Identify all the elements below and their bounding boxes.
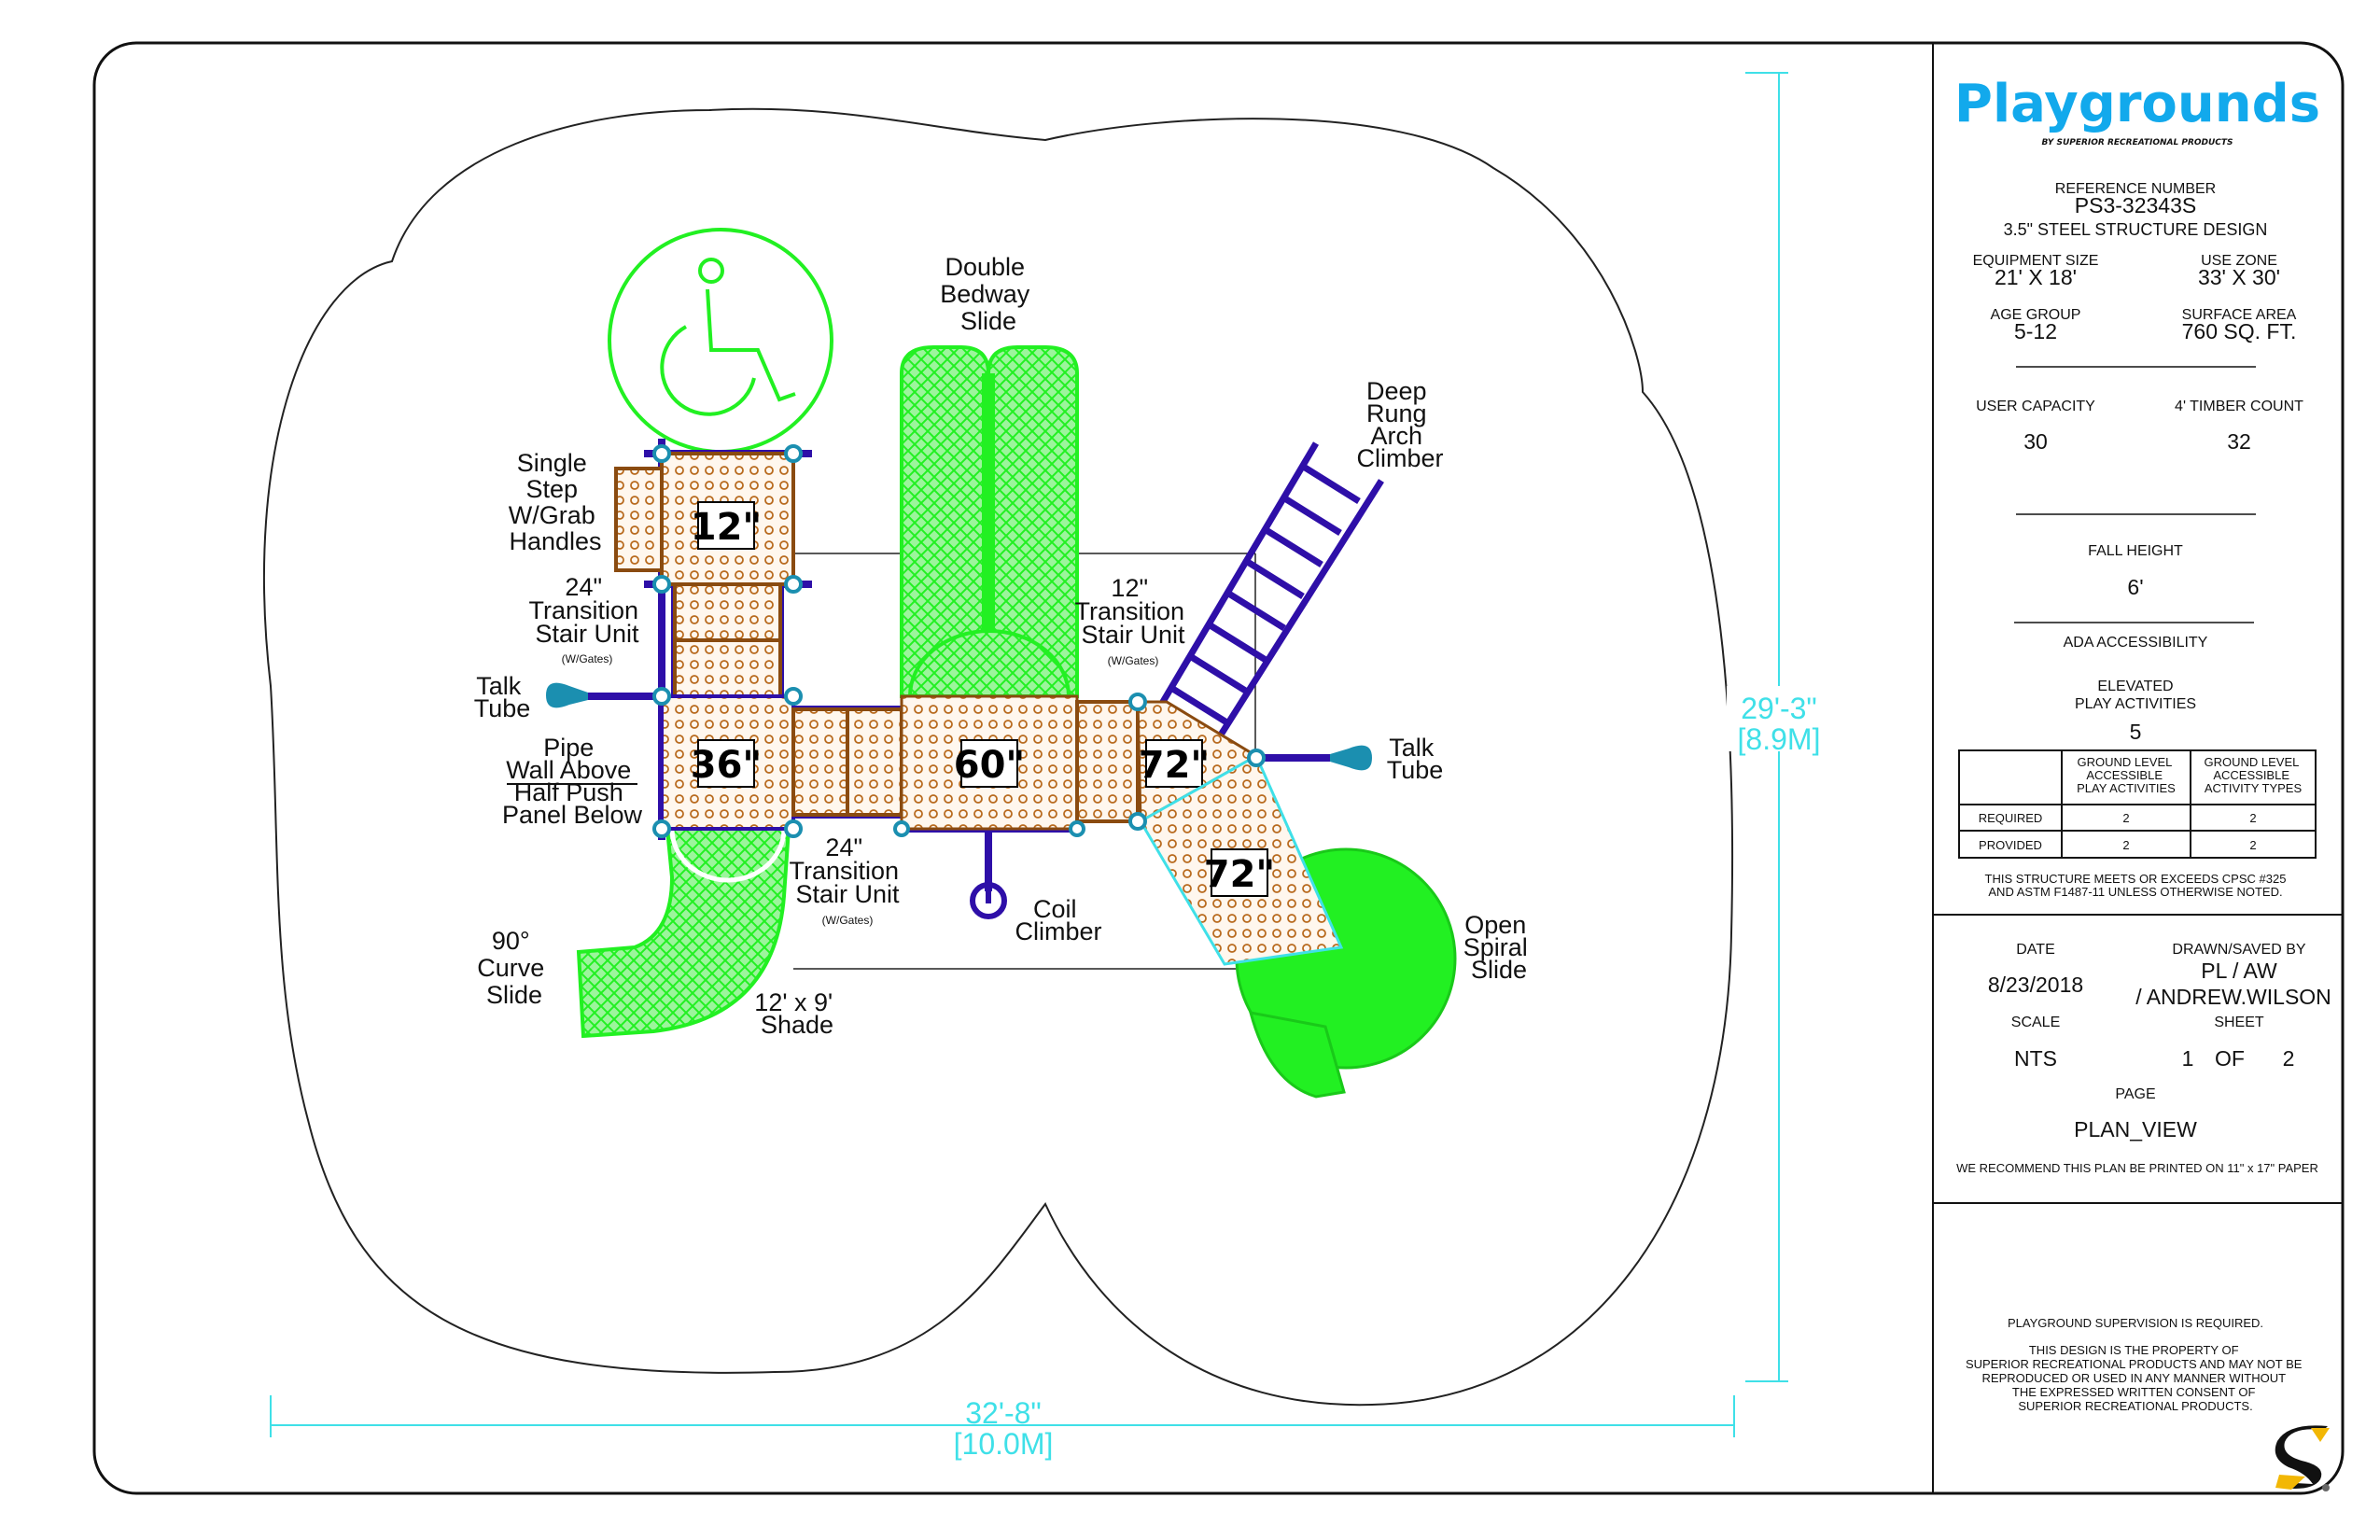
deck-72-lower: 72"	[1138, 753, 1344, 966]
date-value: 8/23/2018	[1988, 973, 2083, 997]
ada-row-provided-value-2: 2	[2249, 838, 2256, 852]
elevated-label-2: PLAY ACTIVITIES	[2075, 696, 2196, 712]
user-capacity-label: USER CAPACITY	[1976, 399, 2095, 414]
page-value: PLAN_VIEW	[2074, 1117, 2197, 1141]
playgrounds-logo: Playgrounds	[1954, 74, 2320, 134]
label-curve-slide: 90° Curve Slide	[477, 927, 552, 1009]
label-double-bedway-slide: Double Bedway Slide	[940, 253, 1037, 335]
talk-tube-left	[546, 682, 588, 708]
use-zone-value: 33' X 30'	[2198, 265, 2280, 289]
structure-design: 3.5" STEEL STRUCTURE DESIGN	[2004, 220, 2268, 239]
deck-height-label: 72"	[1204, 853, 1276, 896]
deck-60: 60"	[900, 694, 1079, 831]
sheet-number: 1	[2182, 1046, 2194, 1071]
double-bedway-slide	[900, 345, 1079, 698]
surface-area-value: 760 SQ. FT.	[2182, 319, 2297, 343]
ada-row-required-label: REQUIRED	[1979, 811, 2043, 825]
coil-climber	[970, 882, 1007, 919]
sheet-label: SHEET	[2214, 1015, 2264, 1030]
compliance-line-2: AND ASTM F1487-11 UNLESS OTHERWISE NOTED…	[1988, 885, 2282, 899]
title-block: Playgrounds BY SUPERIOR RECREATIONAL PRO…	[1933, 74, 2343, 1491]
ada-header-1: GROUND LEVEL ACCESSIBLE PLAY ACTIVITIES	[2077, 755, 2176, 795]
talk-tube-right	[1330, 745, 1372, 771]
deck-height-label: 72"	[1139, 744, 1211, 787]
user-capacity-value: 30	[2023, 429, 2048, 454]
deck-12: 12"	[614, 452, 795, 586]
fall-height-label: FALL HEIGHT	[2088, 543, 2183, 559]
drawn-by-line-1: PL / AW	[2201, 959, 2277, 983]
deck-36: 36"	[660, 694, 795, 831]
ada-row-required-value-2: 2	[2249, 811, 2256, 825]
label-stair-24-lower-note: (W/Gates)	[822, 914, 874, 927]
stair-24-upper	[673, 582, 782, 698]
property-notice: THIS DESIGN IS THE PROPERTY OF SUPERIOR …	[1966, 1343, 2305, 1413]
deck-height-label: 36"	[691, 744, 763, 787]
dimension-height: 29'-3" [8.9M]	[1727, 72, 1831, 1382]
superior-s-logo-icon	[2275, 1425, 2330, 1491]
height-imperial: 29'-3"	[1741, 692, 1817, 725]
ada-label: ADA ACCESSIBILITY	[2064, 635, 2208, 651]
stair-12	[1075, 700, 1140, 823]
stair-24-lower	[791, 707, 903, 817]
supervision-note: PLAYGROUND SUPERVISION IS REQUIRED.	[2008, 1316, 2263, 1330]
age-group-value: 5-12	[2014, 319, 2057, 343]
scale-value: NTS	[2014, 1046, 2057, 1071]
compliance-line-1: THIS STRUCTURE MEETS OR EXCEEDS CPSC #32…	[1985, 872, 2287, 886]
curve-slide	[576, 827, 791, 1039]
label-stair-24-upper: 24" Transition Stair Unit	[528, 573, 645, 648]
ada-row-provided-value-1: 2	[2122, 838, 2129, 852]
label-talk-tube-left: Talk Tube	[474, 672, 531, 722]
page-label: PAGE	[2115, 1086, 2155, 1102]
elevated-label-1: ELEVATED	[2097, 679, 2173, 694]
label-stair-24-upper-note: (W/Gates)	[562, 652, 613, 665]
post-caps	[652, 444, 1266, 838]
ada-row-required-value-1: 2	[2122, 811, 2129, 825]
reference-number: PS3-32343S	[2075, 193, 2196, 217]
height-metric: [8.9M]	[1738, 722, 1821, 756]
width-imperial: 32'-8"	[965, 1396, 1042, 1430]
deck-height-label: 60"	[954, 744, 1026, 787]
label-stair-12: 12" Transition Stair Unit	[1074, 574, 1191, 649]
width-metric: [10.0M]	[954, 1427, 1054, 1461]
scale-label: SCALE	[2011, 1015, 2060, 1030]
label-stair-12-note: (W/Gates)	[1108, 654, 1159, 667]
use-zone-label: USE ZONE	[2201, 253, 2277, 269]
label-coil-climber: Coil Climber	[1015, 895, 1101, 945]
logo-subtitle: BY SUPERIOR RECREATIONAL PRODUCTS	[2041, 138, 2233, 147]
single-step	[614, 467, 664, 572]
drawn-by-line-2: / ANDREW.WILSON	[2135, 985, 2331, 1009]
age-group-label: AGE GROUP	[1991, 307, 2081, 323]
timber-count-label: 4' TIMBER COUNT	[2175, 399, 2303, 414]
sheet-of: OF	[2215, 1046, 2245, 1071]
equipment-size-label: EQUIPMENT SIZE	[1973, 253, 2099, 269]
sheet-total: 2	[2283, 1046, 2295, 1071]
ada-row-provided-label: PROVIDED	[1979, 838, 2042, 852]
label-shade: 12' x 9' Shade	[754, 988, 839, 1039]
reference-label: REFERENCE NUMBER	[2055, 181, 2216, 197]
print-note: WE RECOMMEND THIS PLAN BE PRINTED ON 11"…	[1956, 1161, 2318, 1175]
elevated-value: 5	[2130, 720, 2142, 744]
ada-table	[1958, 749, 2317, 859]
label-stair-24-lower: 24" Transition Stair Unit	[789, 833, 905, 908]
deck-height-label: 12"	[691, 506, 763, 549]
label-arch-climber: Deep Rung Arch Climber	[1356, 377, 1443, 472]
label-talk-tube-right: Talk Tube	[1387, 734, 1444, 784]
dimension-width: 32'-8" [10.0M]	[270, 1395, 1735, 1461]
surface-area-label: SURFACE AREA	[2182, 307, 2297, 323]
timber-count-value: 32	[2227, 429, 2251, 454]
deep-rung-arch-climber	[1154, 441, 1384, 749]
label-spiral-slide: Open Spiral Slide	[1463, 911, 1535, 984]
drawn-by-label: DRAWN/SAVED BY	[2172, 942, 2305, 958]
ada-header-2: GROUND LEVEL ACCESSIBLE ACTIVITY TYPES	[2204, 755, 2302, 795]
equipment-size-value: 21' X 18'	[1995, 265, 2077, 289]
date-label: DATE	[2016, 942, 2054, 958]
deck-72-upper: 72"	[1136, 700, 1259, 824]
label-single-step: Single Step W/Grab Handles	[509, 449, 603, 555]
fall-height-value: 6'	[2127, 575, 2143, 599]
